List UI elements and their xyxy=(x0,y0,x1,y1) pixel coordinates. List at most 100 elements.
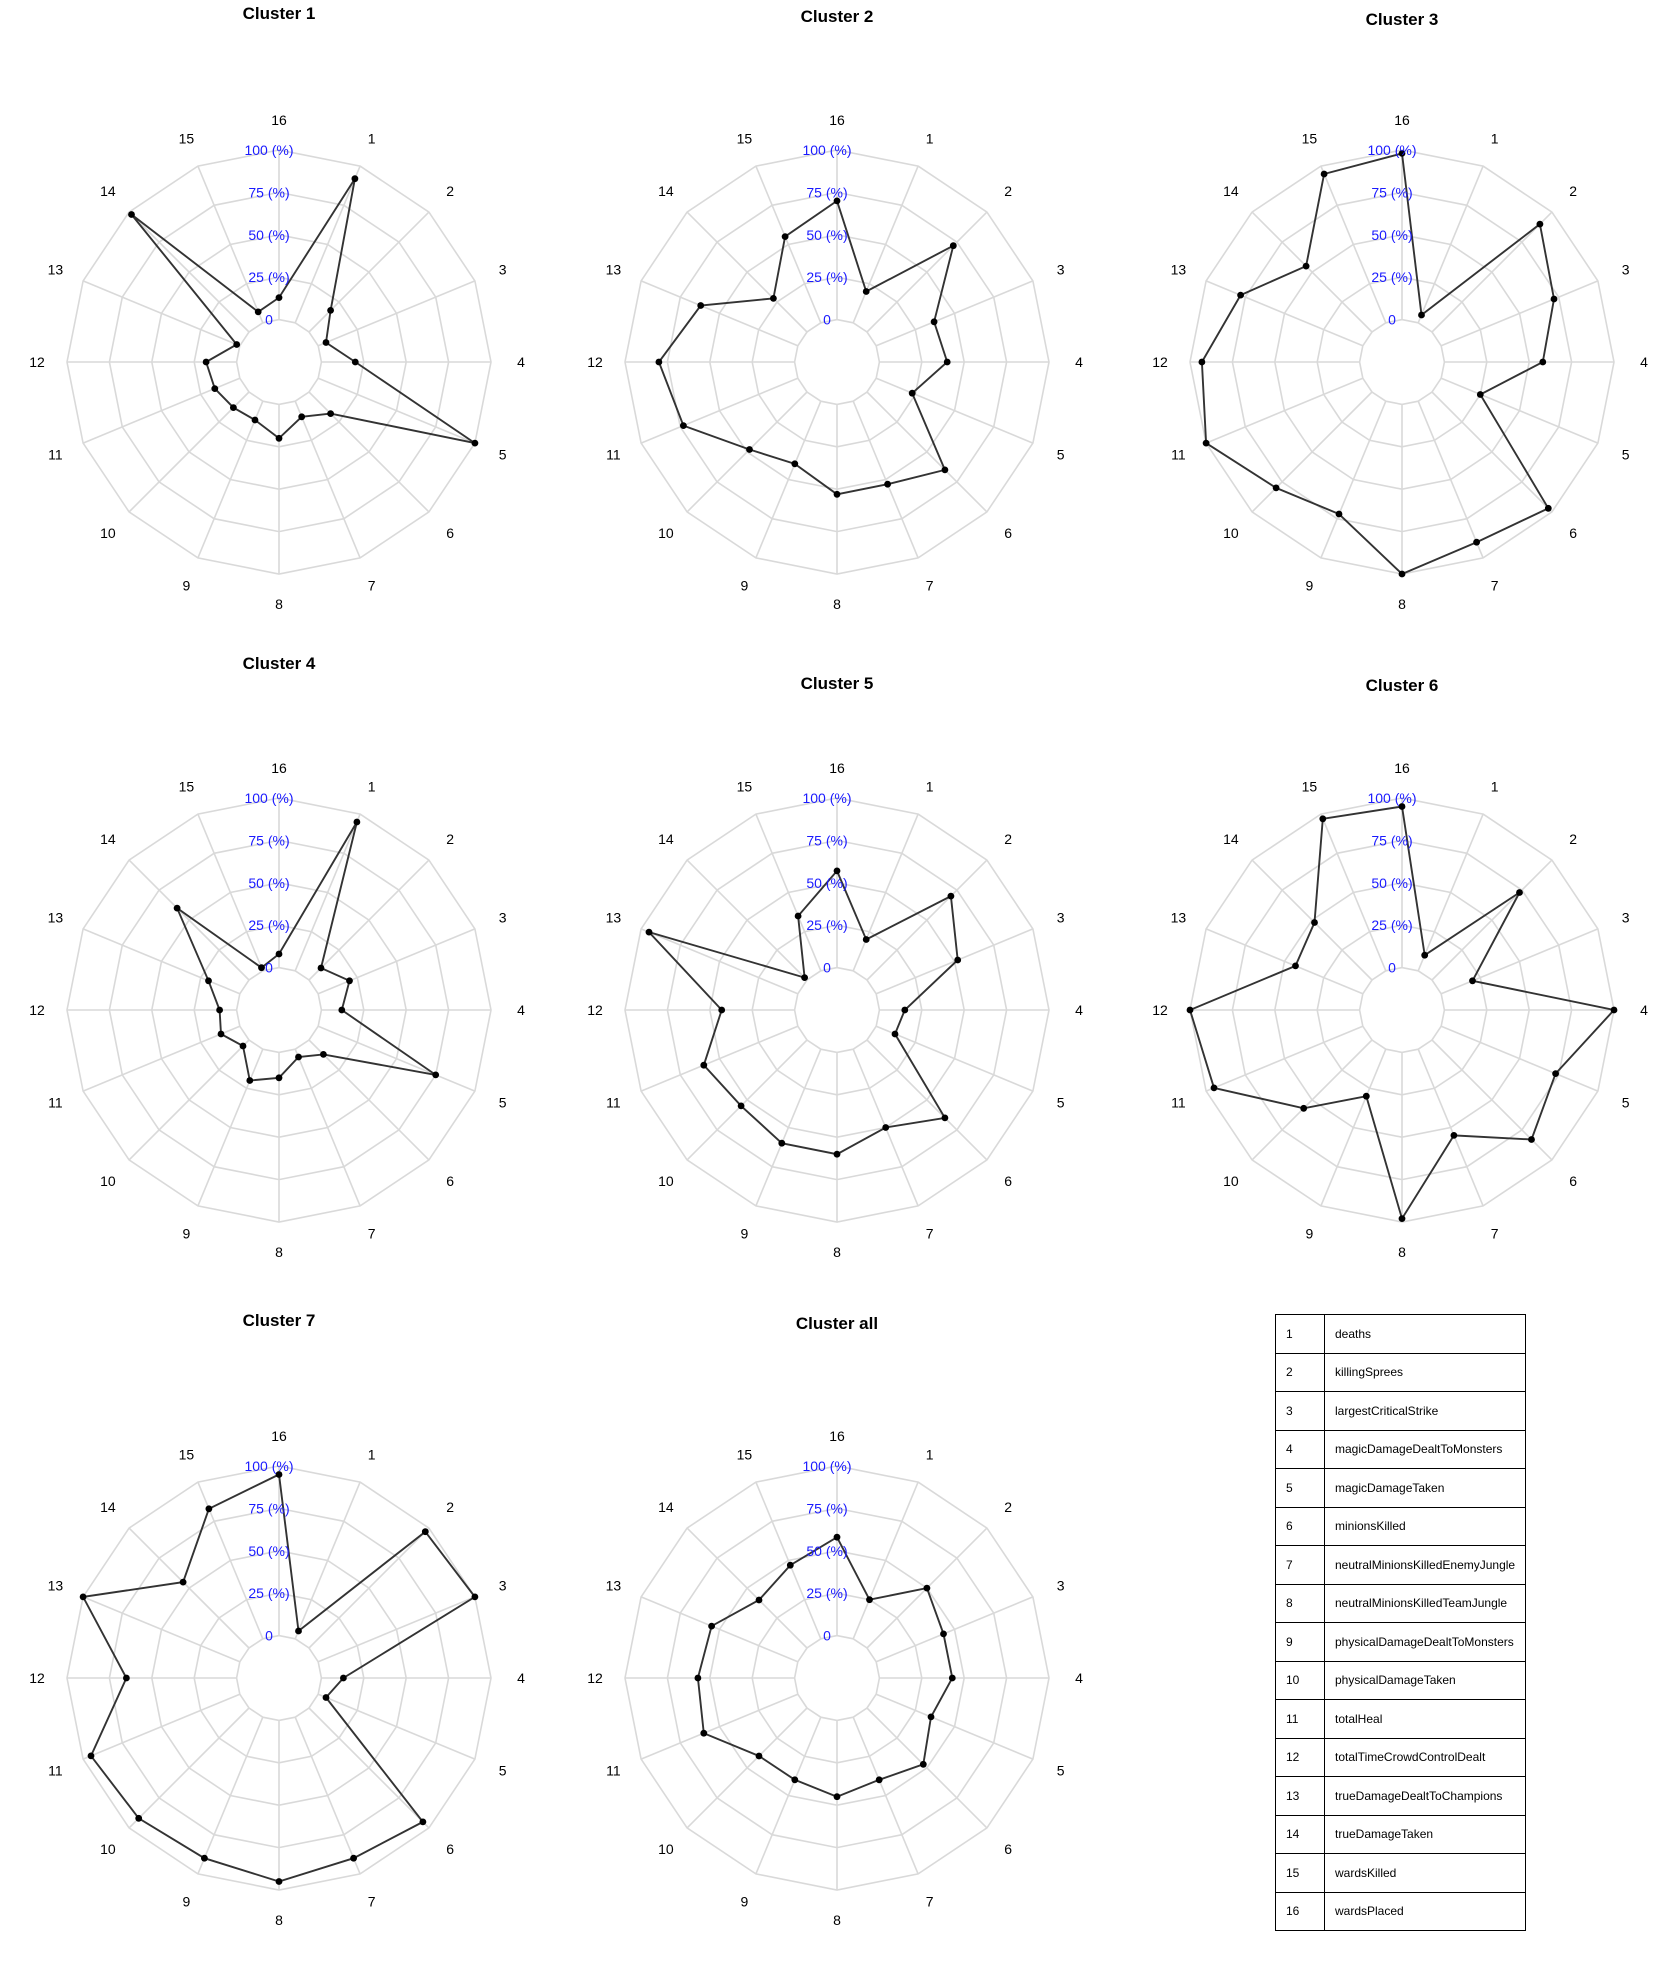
data-point xyxy=(947,892,955,900)
axis-spoke xyxy=(755,1048,822,1207)
axis-spoke xyxy=(82,1693,241,1760)
axis-spoke xyxy=(1440,928,1599,995)
data-point xyxy=(1398,570,1406,578)
data-point xyxy=(700,1729,708,1737)
data-point xyxy=(1469,977,1476,985)
ring-value-label: 50 (%) xyxy=(248,875,289,891)
legend-variable-name: magicDamageTaken xyxy=(1324,1468,1526,1508)
data-point xyxy=(1552,1070,1559,1077)
axis-label: 15 xyxy=(1302,130,1318,146)
axis-label: 3 xyxy=(1057,261,1065,277)
axis-spoke xyxy=(308,391,430,513)
ring-value-label: 75 (%) xyxy=(248,1500,289,1516)
axis-spoke xyxy=(1417,165,1484,324)
ring-value-label: 25 (%) xyxy=(248,917,289,933)
axis-spoke xyxy=(875,1693,1034,1760)
data-point xyxy=(833,1150,841,1158)
data-point xyxy=(908,389,916,397)
data-point xyxy=(708,1622,715,1630)
data-point xyxy=(317,964,325,972)
chart-title: Cluster 7 xyxy=(243,1311,316,1330)
data-point xyxy=(941,466,949,474)
axis-label: 8 xyxy=(275,596,283,612)
axis-label: 12 xyxy=(587,1670,603,1686)
axis-label: 2 xyxy=(1004,1499,1012,1515)
data-point xyxy=(801,974,808,981)
axis-spoke xyxy=(875,377,1034,444)
data-point xyxy=(1198,358,1206,366)
axis-label: 13 xyxy=(48,1577,64,1593)
axis-label: 3 xyxy=(1622,909,1630,925)
data-point xyxy=(948,1674,956,1682)
legend-variable-name: totalTimeCrowdControlDealt xyxy=(1324,1737,1526,1777)
axis-label: 12 xyxy=(29,1670,45,1686)
axis-label: 2 xyxy=(1569,183,1577,199)
data-point xyxy=(1319,815,1327,823)
data-point xyxy=(697,302,705,309)
axis-spoke xyxy=(755,1716,822,1875)
axis-label: 5 xyxy=(1622,1095,1630,1111)
grid-ring xyxy=(235,1634,323,1722)
axis-spoke xyxy=(1205,928,1364,995)
axis-label: 16 xyxy=(829,112,845,128)
grid-ring xyxy=(793,1634,881,1722)
axis-label: 3 xyxy=(1622,261,1630,277)
axis-spoke xyxy=(866,391,988,513)
axis-spoke xyxy=(1431,211,1553,333)
data-point xyxy=(239,1042,247,1050)
axis-spoke xyxy=(755,1481,822,1640)
data-point xyxy=(173,904,181,912)
legend-variable-name: magicDamageDealtToMonsters xyxy=(1324,1429,1526,1469)
data-point xyxy=(217,1030,225,1038)
axis-spoke xyxy=(1417,813,1484,972)
axis-label: 12 xyxy=(587,354,603,370)
axis-label: 6 xyxy=(1004,525,1012,541)
ring-value-label: 25 (%) xyxy=(806,1585,847,1601)
data-point xyxy=(940,1630,947,1638)
data-point xyxy=(875,1776,883,1784)
ring-value-label: 50 (%) xyxy=(248,1543,289,1559)
legend-variable-name: minionsKilled xyxy=(1324,1506,1526,1546)
ring-value-label: 50 (%) xyxy=(1371,875,1412,891)
data-point xyxy=(338,1006,346,1014)
data-point xyxy=(833,1793,841,1801)
axis-spoke xyxy=(294,1481,361,1640)
series-line xyxy=(645,869,959,1156)
axis-spoke xyxy=(128,1707,250,1829)
data-point xyxy=(778,1139,786,1147)
axis-spoke xyxy=(294,1716,361,1875)
axis-spoke xyxy=(866,211,988,333)
axis-label: 1 xyxy=(926,778,934,794)
legend-number: 7 xyxy=(1275,1545,1325,1585)
data-point xyxy=(941,1114,949,1122)
data-point xyxy=(1302,262,1310,270)
axis-label: 11 xyxy=(606,1763,621,1779)
legend-variable-name: neutralMinionsKilledTeamJungle xyxy=(1324,1583,1526,1623)
axis-spoke xyxy=(317,1596,476,1663)
data-point xyxy=(1292,962,1299,970)
data-point xyxy=(794,912,802,920)
axis-label: 7 xyxy=(1491,578,1499,594)
data-point xyxy=(655,358,663,366)
ring-value-label: 100 (%) xyxy=(802,790,851,806)
axis-label: 11 xyxy=(1171,1095,1186,1111)
legend-number: 9 xyxy=(1275,1622,1325,1662)
data-point xyxy=(275,950,283,958)
axis-label: 1 xyxy=(1491,130,1499,146)
data-point xyxy=(87,1752,95,1760)
axis-label: 3 xyxy=(1057,1577,1065,1593)
data-point xyxy=(128,211,135,218)
axis-spoke xyxy=(317,1025,476,1092)
ring-value-label: 0 xyxy=(823,960,831,976)
chart-title: Cluster 6 xyxy=(1366,676,1439,695)
chart-title: Cluster 5 xyxy=(801,674,874,693)
axis-spoke xyxy=(1440,280,1599,347)
axis-spoke xyxy=(1205,1025,1364,1092)
axis-spoke xyxy=(128,391,250,513)
legend-variable-name: physicalDamageTaken xyxy=(1324,1660,1526,1700)
ring-value-label: 25 (%) xyxy=(806,917,847,933)
